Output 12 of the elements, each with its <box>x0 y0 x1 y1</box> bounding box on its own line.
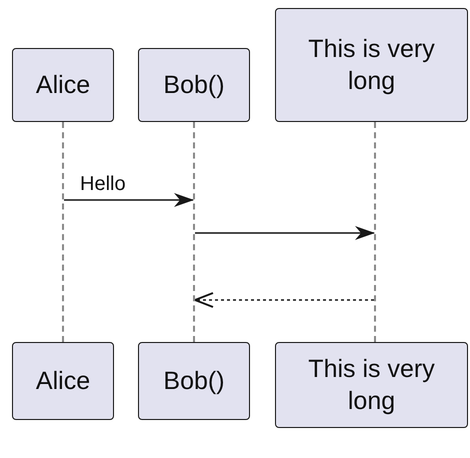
participant-box: Alice <box>12 342 114 420</box>
participant-box: Alice <box>12 48 114 122</box>
participant-box: This is very long <box>275 8 468 122</box>
lifeline <box>193 122 195 342</box>
participant-box: Bob() <box>138 342 250 420</box>
message-arrow <box>194 292 374 308</box>
message-arrow <box>195 226 375 240</box>
message-arrow <box>64 193 194 207</box>
lifeline <box>374 122 376 342</box>
participant-box: This is very long <box>275 342 468 428</box>
lifeline <box>62 122 64 342</box>
participant-box: Bob() <box>138 48 250 122</box>
